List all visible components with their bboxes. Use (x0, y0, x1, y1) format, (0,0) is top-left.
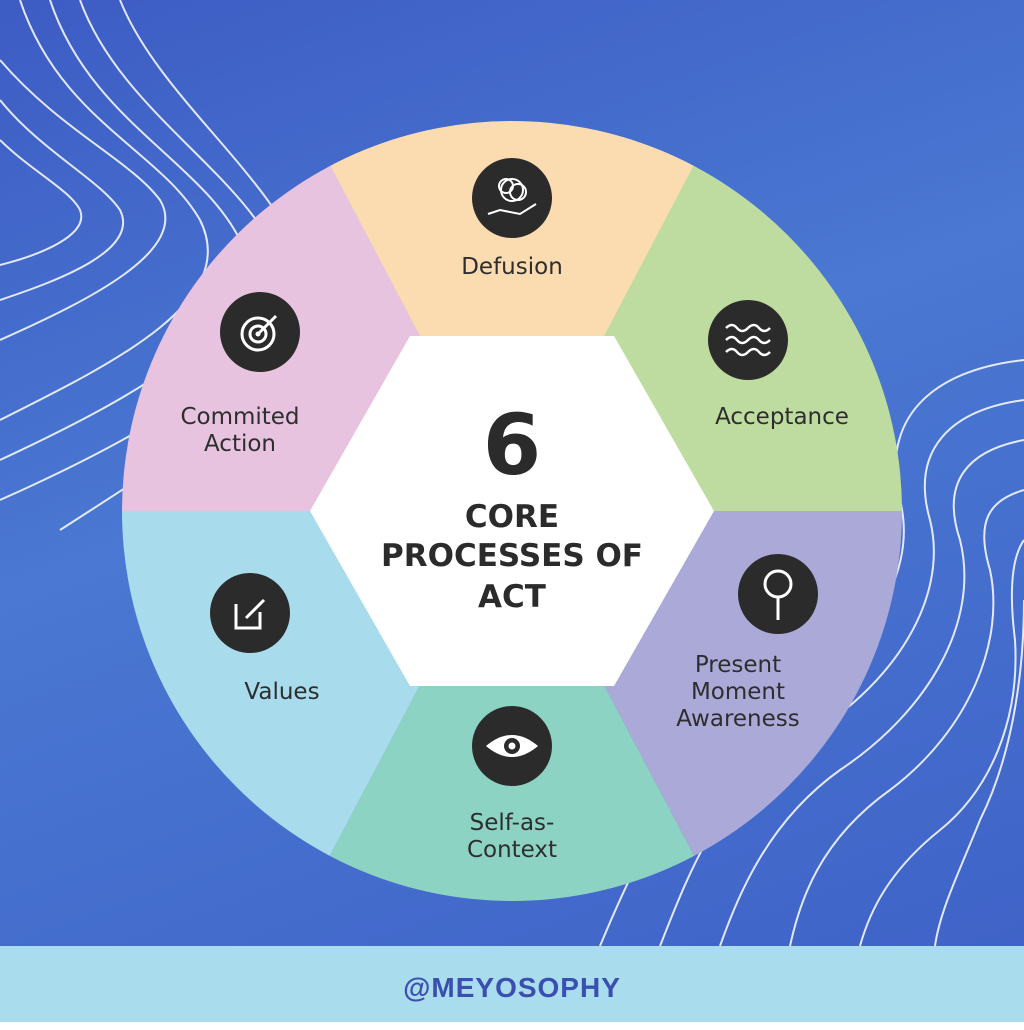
present-moment-awareness-label-2: Moment (691, 679, 785, 705)
self-as-context-node: Self-as- Context (467, 706, 557, 863)
present-moment-awareness-label-3: Awareness (676, 706, 800, 732)
commited-action-label-2: Action (204, 431, 276, 457)
center-number: 6 (483, 396, 541, 494)
values-label: Values (244, 679, 319, 705)
defusion-label: Defusion (461, 254, 563, 280)
acceptance-node: Acceptance (708, 300, 849, 430)
acceptance-label: Acceptance (715, 404, 849, 430)
self-as-context-label-2: Context (467, 837, 557, 863)
magnifier-icon (738, 554, 818, 634)
commited-action-node: Commited Action (180, 292, 300, 457)
center-title-line-3: ACT (478, 579, 546, 615)
center-title-line-1: CORE (465, 499, 559, 535)
present-moment-awareness-label-1: Present (695, 652, 781, 678)
center-hexagon (310, 336, 714, 686)
self-as-context-label-1: Self-as- (470, 810, 555, 836)
defusion-node: Defusion (461, 158, 563, 280)
footer-bar (0, 946, 1024, 1022)
footer-handle: @MEYOSOPHY (403, 972, 621, 1003)
segment-defusion-fill (317, 121, 707, 511)
commited-action-label-1: Commited (180, 404, 299, 430)
center-title-line-2: PROCESSES OF (381, 538, 643, 574)
values-node: Values (210, 573, 320, 705)
present-moment-awareness-node: Present Moment Awareness (676, 554, 818, 732)
act-hexaflex-diagram: 6 CORE PROCESSES OF ACT Defusion Accepta… (122, 121, 902, 901)
